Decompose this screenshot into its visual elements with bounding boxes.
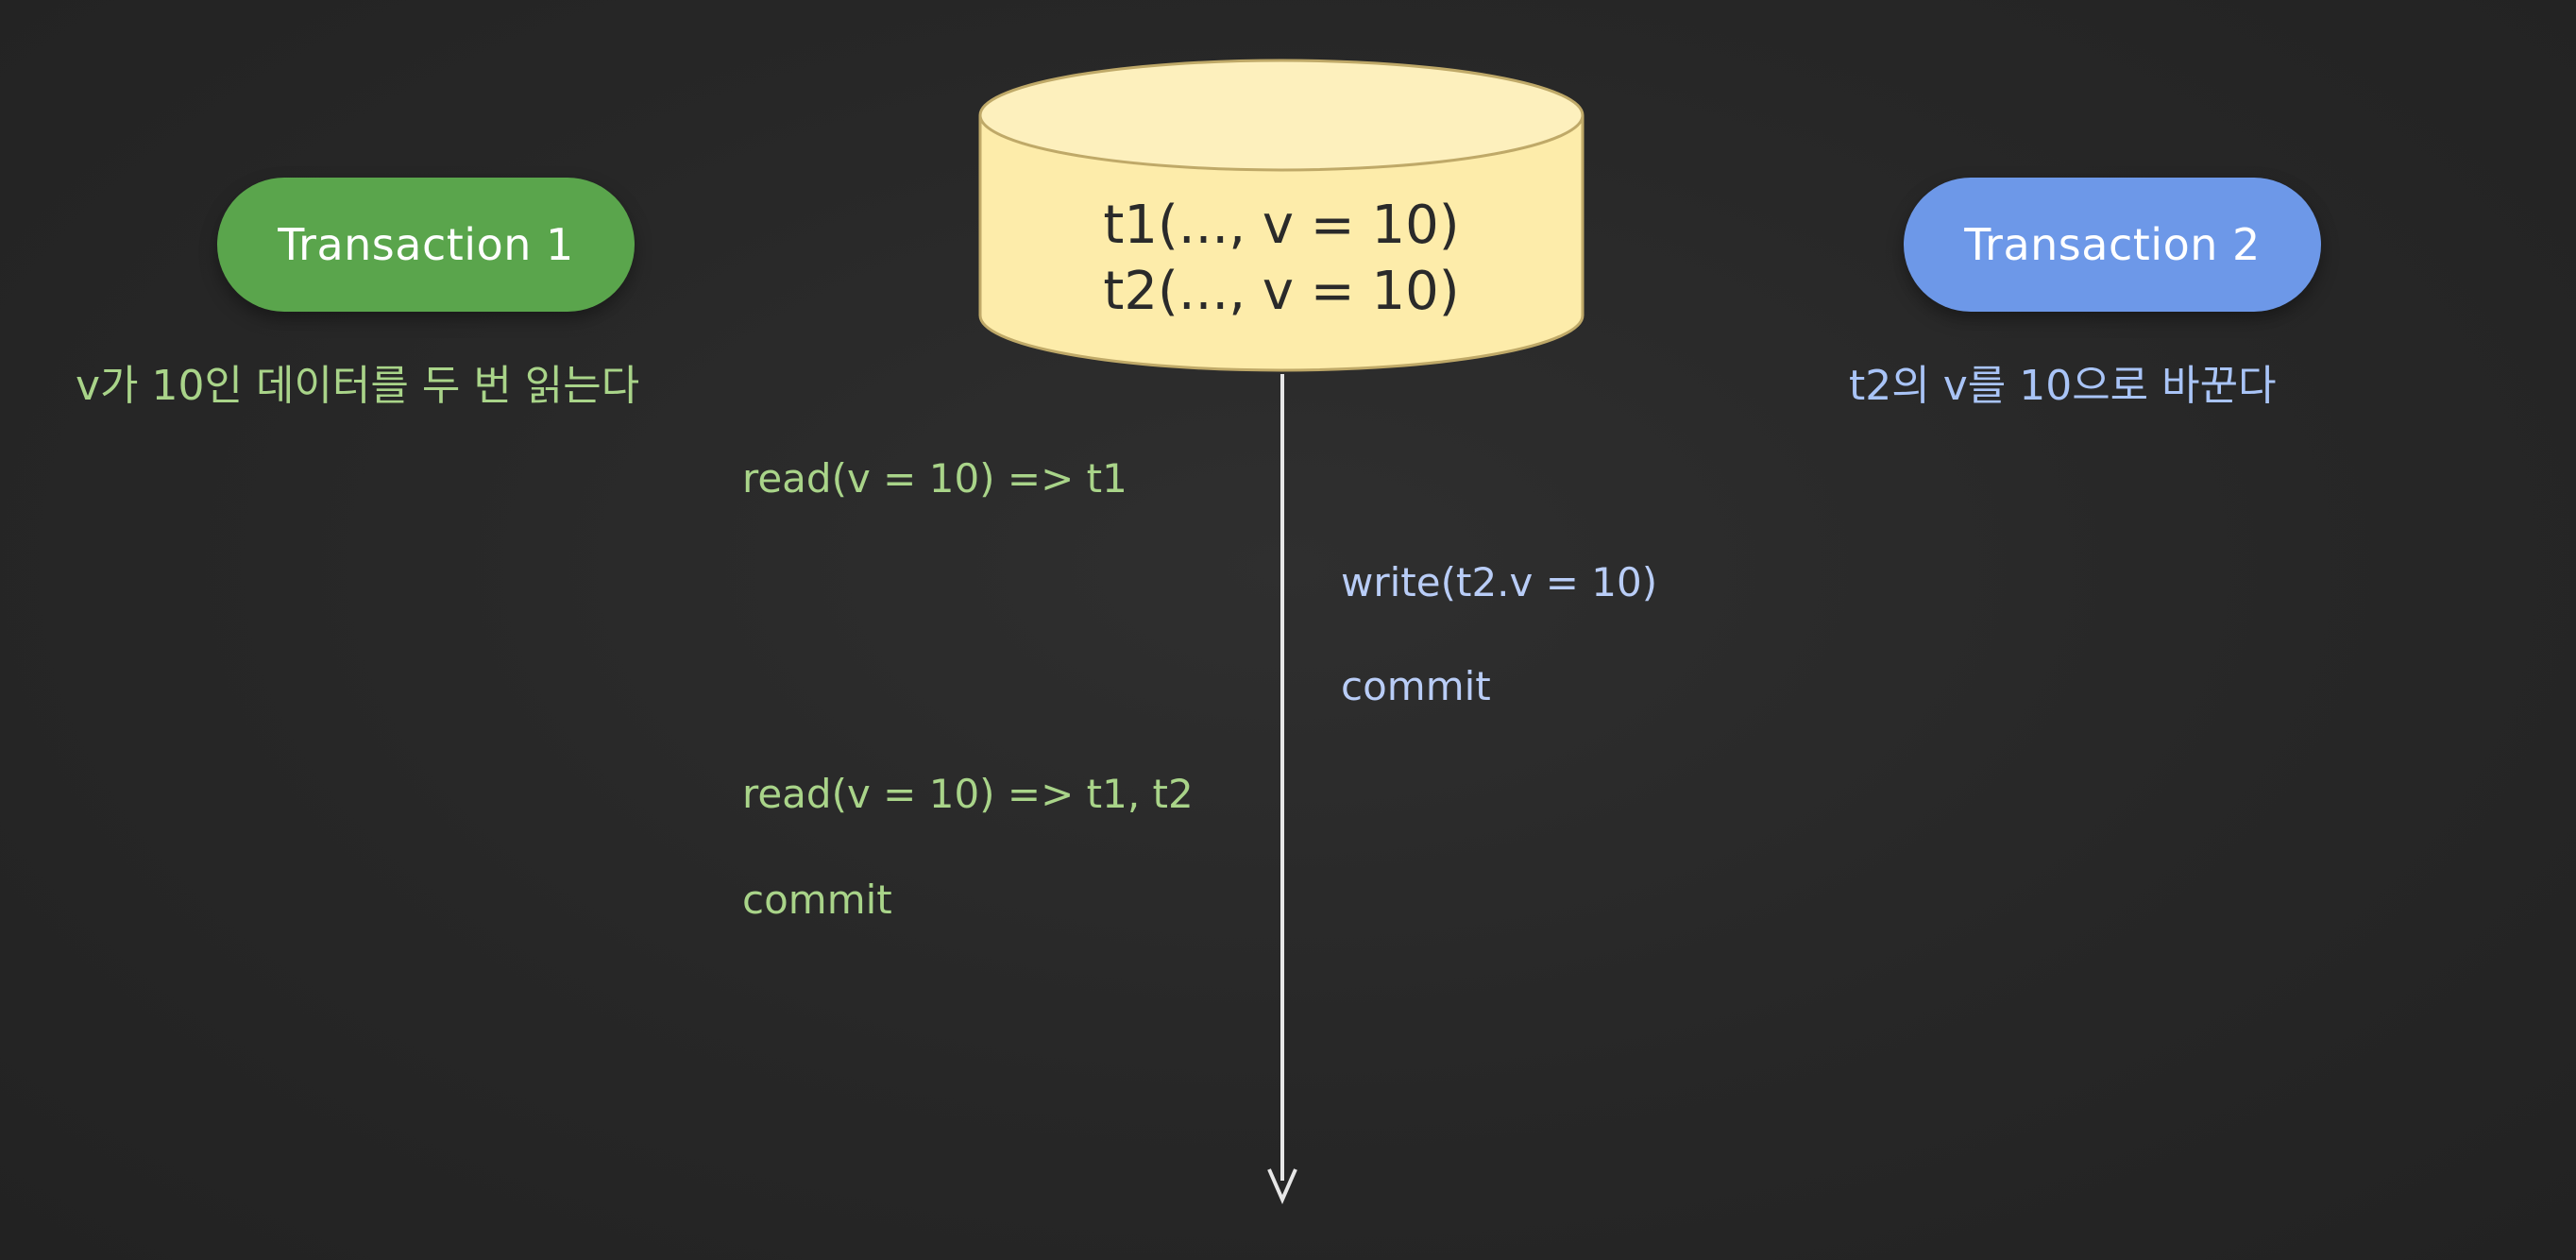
transaction-1-description: v가 10인 데이터를 두 번 읽는다 — [76, 362, 640, 410]
operation-commit-t2: commit — [1341, 663, 1491, 709]
transaction-1-label: Transaction 1 — [278, 219, 574, 270]
transaction-2-description: t2의 v를 10으로 바꾼다 — [1849, 362, 2277, 410]
operation-read-t1-t2: read(v = 10) => t1, t2 — [742, 771, 1194, 817]
transaction-1-pill: Transaction 1 — [217, 178, 635, 312]
database-cylinder-shape — [978, 59, 1585, 372]
operation-commit-t1: commit — [742, 877, 892, 923]
transaction-2-pill: Transaction 2 — [1904, 178, 2321, 312]
database-cylinder-icon: t1(..., v = 10) t2(..., v = 10) — [976, 55, 1586, 376]
operation-read-t1: read(v = 10) => t1 — [742, 455, 1127, 502]
database-row-t2: t2(..., v = 10) — [1103, 261, 1460, 322]
arrow-head-icon — [1267, 1168, 1297, 1204]
database-row-t1: t1(..., v = 10) — [1103, 195, 1460, 256]
transaction-2-label: Transaction 2 — [1964, 219, 2261, 270]
operation-write-t2: write(t2.v = 10) — [1341, 559, 1658, 605]
